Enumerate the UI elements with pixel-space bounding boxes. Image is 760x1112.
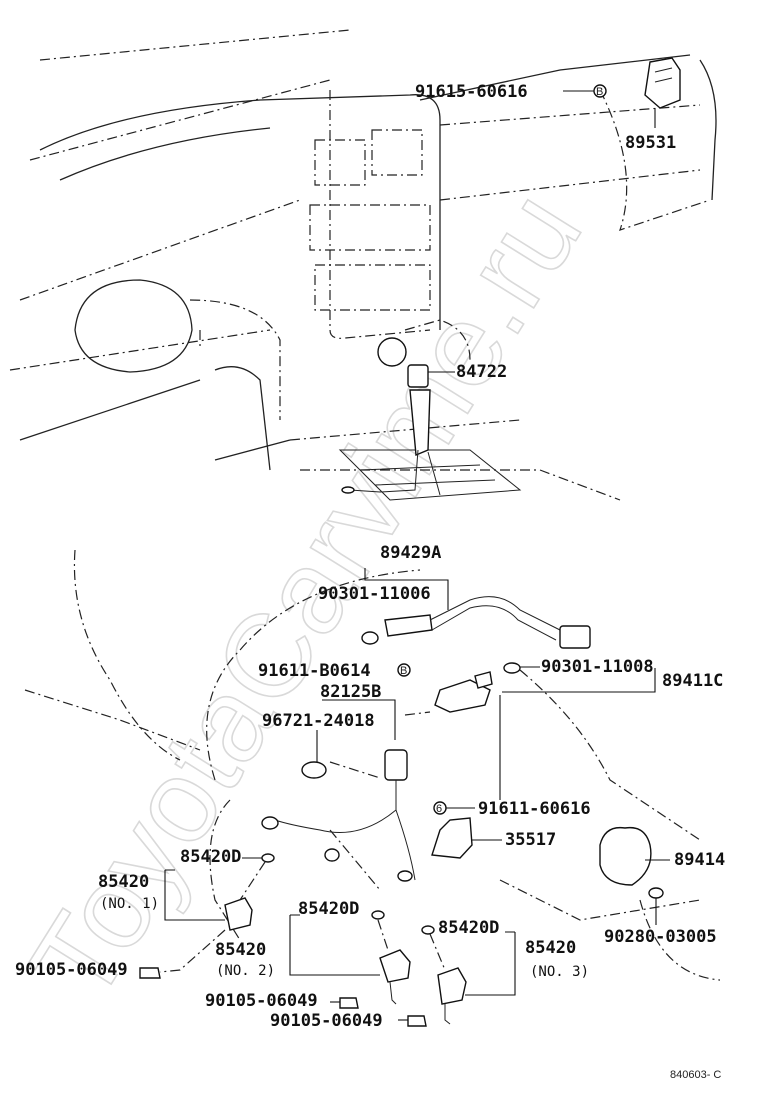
label-no3: (NO. 3) xyxy=(530,964,589,980)
part-85420-no3-sensor xyxy=(398,925,516,1027)
bolt-marker: B xyxy=(596,86,603,98)
label-89429A: 89429A xyxy=(380,543,441,563)
part-85420-no1-sensor xyxy=(139,853,275,979)
part-84722-shift-switch xyxy=(341,364,455,496)
label-90105-06049-a: 90105-06049 xyxy=(15,960,128,980)
diagram-code: 840603- C xyxy=(670,1069,721,1081)
part-89414-sensor xyxy=(599,826,670,925)
engine-outline xyxy=(24,549,721,981)
label-90105-06049-b: 90105-06049 xyxy=(205,991,318,1011)
label-90301-11008: 90301-11008 xyxy=(541,657,654,677)
label-85420D-a: 85420D xyxy=(180,847,241,867)
label-90280-03005: 90280-03005 xyxy=(604,927,717,947)
label-91615-60616: 91615-60616 xyxy=(415,82,528,102)
label-85420D-c: 85420D xyxy=(438,918,499,938)
part-35517-bracket: 6 xyxy=(431,801,502,859)
part-89531-switch: B xyxy=(563,57,681,128)
bolt-marker-b: B xyxy=(400,665,407,677)
label-91611-B0614: 91611-B0614 xyxy=(258,661,371,681)
part-82125B-harness xyxy=(261,699,416,882)
part-89429A-sensor xyxy=(361,568,591,649)
label-85420-c: 85420 xyxy=(525,938,576,958)
label-89531: 89531 xyxy=(625,133,676,153)
label-89414: 89414 xyxy=(674,850,725,870)
part-85420-no2-sensor xyxy=(289,910,411,1009)
label-84722: 84722 xyxy=(456,362,507,382)
label-96721-24018: 96721-24018 xyxy=(262,711,375,731)
label-85420-a: 85420 xyxy=(98,872,149,892)
label-85420D-b: 85420D xyxy=(298,899,359,919)
label-91611-60616: 91611-60616 xyxy=(478,799,591,819)
label-82125B: 82125B xyxy=(320,682,381,702)
label-no1: (NO. 1) xyxy=(100,896,159,912)
dashboard-outline xyxy=(9,29,717,501)
bolt-marker-c: 6 xyxy=(436,803,442,815)
label-no2: (NO. 2) xyxy=(216,963,275,979)
label-89411C: 89411C xyxy=(662,671,723,691)
label-90301-11006: 90301-11006 xyxy=(318,584,431,604)
label-35517: 35517 xyxy=(505,830,556,850)
label-85420-b: 85420 xyxy=(215,940,266,960)
label-90105-06049-c: 90105-06049 xyxy=(270,1011,383,1031)
part-89411C-sensor: B xyxy=(397,662,656,800)
watermark-text: ToyotaCarvime.ru xyxy=(5,170,607,1024)
